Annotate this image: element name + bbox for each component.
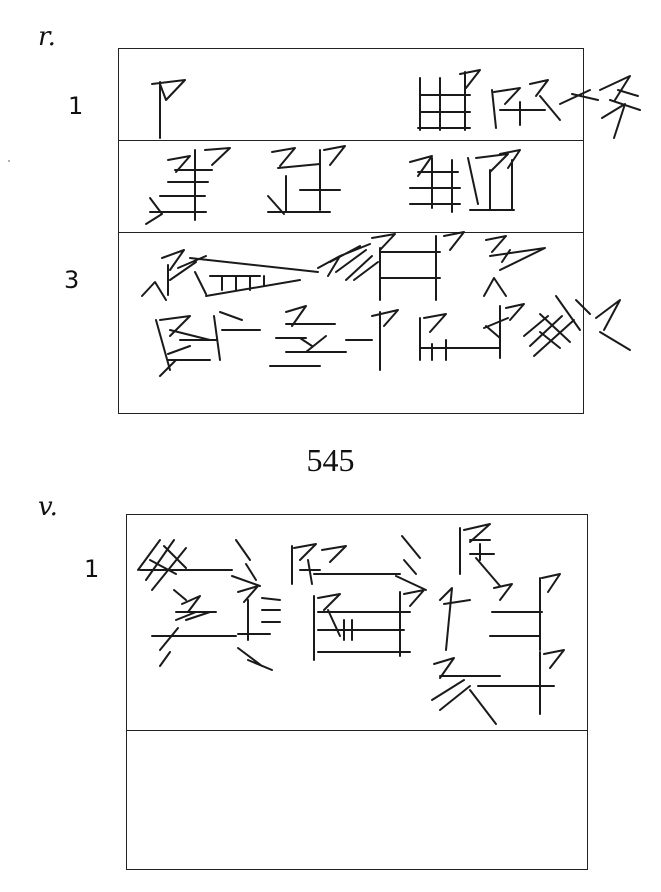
reverse-face-label: v. xyxy=(38,492,58,522)
paper-speck xyxy=(8,160,10,162)
reverse-frame xyxy=(126,514,588,870)
tablet-number: 545 xyxy=(306,442,355,478)
obverse-line-number-3: 3 xyxy=(64,266,80,294)
reverse-line-divider xyxy=(126,730,588,731)
obverse-face-label: r. xyxy=(38,22,56,52)
obverse-frame xyxy=(118,48,584,414)
obverse-line-divider-2 xyxy=(118,232,584,233)
obverse-cuneiform-signs xyxy=(141,69,641,377)
reverse-line-number-1: 1 xyxy=(84,555,100,583)
obverse-line-number-1: 1 xyxy=(68,92,84,120)
obverse-line-divider-1 xyxy=(118,140,584,141)
